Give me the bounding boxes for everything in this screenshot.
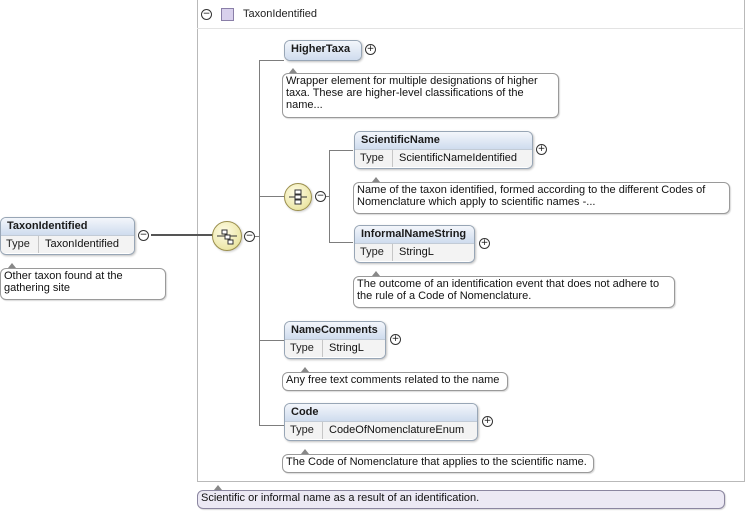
element-name: HigherTaxa: [285, 41, 361, 60]
highertaxa-expand-toggle[interactable]: +: [365, 44, 376, 55]
scientificname-expand-toggle[interactable]: +: [536, 144, 547, 155]
element-name: TaxonIdentified: [1, 218, 134, 236]
type-value: StringL: [399, 246, 434, 258]
element-name: InformalNameString: [355, 226, 474, 244]
group-documentation: Scientific or informal name as a result …: [197, 490, 725, 509]
branch-scientificname: [330, 150, 353, 151]
element-name: NameComments: [285, 322, 385, 340]
branch-informalname: [330, 242, 353, 243]
branch-choice: [260, 196, 285, 197]
group-title: TaxonIdentified: [243, 8, 317, 20]
sequence-connector: [255, 236, 260, 237]
sequence-compositor-icon[interactable]: [212, 221, 242, 251]
type-value: CodeOfNomenclatureEnum: [329, 424, 465, 436]
element-name: ScientificName: [355, 132, 532, 150]
branch-namecomments: [260, 340, 284, 341]
doc-pointer: [301, 367, 309, 372]
code-documentation: The Code of Nomenclature that applies to…: [282, 454, 594, 473]
choice-compositor-icon[interactable]: [284, 183, 312, 211]
doc-pointer: [301, 449, 309, 454]
code-expand-toggle[interactable]: +: [482, 416, 493, 427]
element-highertaxa[interactable]: HigherTaxa: [284, 40, 362, 61]
doc-pointer: [214, 485, 222, 490]
element-namecomments[interactable]: NameComments Type StringL: [284, 321, 386, 359]
element-name: Code: [285, 404, 477, 422]
informalnamestring-expand-toggle[interactable]: +: [479, 238, 490, 249]
root-documentation: Other taxon found at the gathering site: [0, 268, 166, 300]
element-code[interactable]: Code Type CodeOfNomenclatureEnum: [284, 403, 478, 441]
group-collapse-toggle[interactable]: −: [201, 9, 212, 20]
type-label: Type: [1, 236, 39, 253]
type-label: Type: [285, 422, 323, 439]
type-label: Type: [285, 340, 323, 357]
doc-pointer: [289, 68, 297, 73]
doc-pointer: [372, 177, 380, 182]
branch-highertaxa: [260, 60, 284, 61]
type-value: ScientificNameIdentified: [399, 152, 518, 164]
type-value: StringL: [329, 342, 364, 354]
namecomments-expand-toggle[interactable]: +: [390, 334, 401, 345]
type-label: Type: [355, 150, 393, 167]
scientificname-documentation: Name of the taxon identified, formed acc…: [353, 182, 730, 214]
doc-pointer: [372, 271, 380, 276]
informalnamestring-documentation: The outcome of an identification event t…: [353, 276, 675, 308]
choice-collapse-toggle[interactable]: −: [315, 191, 326, 202]
sequence-branch-line: [259, 60, 260, 426]
namecomments-documentation: Any free text comments related to the na…: [282, 372, 508, 391]
choice-connector: [326, 196, 330, 197]
element-informalnamestring[interactable]: InformalNameString Type StringL: [354, 225, 475, 263]
highertaxa-documentation: Wrapper element for multiple designation…: [282, 73, 559, 118]
root-connector: [151, 234, 214, 236]
element-scientificname[interactable]: ScientificName Type ScientificNameIdentif…: [354, 131, 533, 169]
branch-code: [260, 425, 284, 426]
type-value: TaxonIdentified: [45, 238, 119, 250]
type-label: Type: [355, 244, 393, 261]
root-collapse-toggle[interactable]: −: [138, 230, 149, 241]
sequence-collapse-toggle[interactable]: −: [244, 231, 255, 242]
doc-pointer: [8, 263, 16, 268]
group-header: [197, 0, 743, 29]
choice-branch-line: [329, 150, 330, 243]
complex-type-icon: [221, 8, 234, 21]
